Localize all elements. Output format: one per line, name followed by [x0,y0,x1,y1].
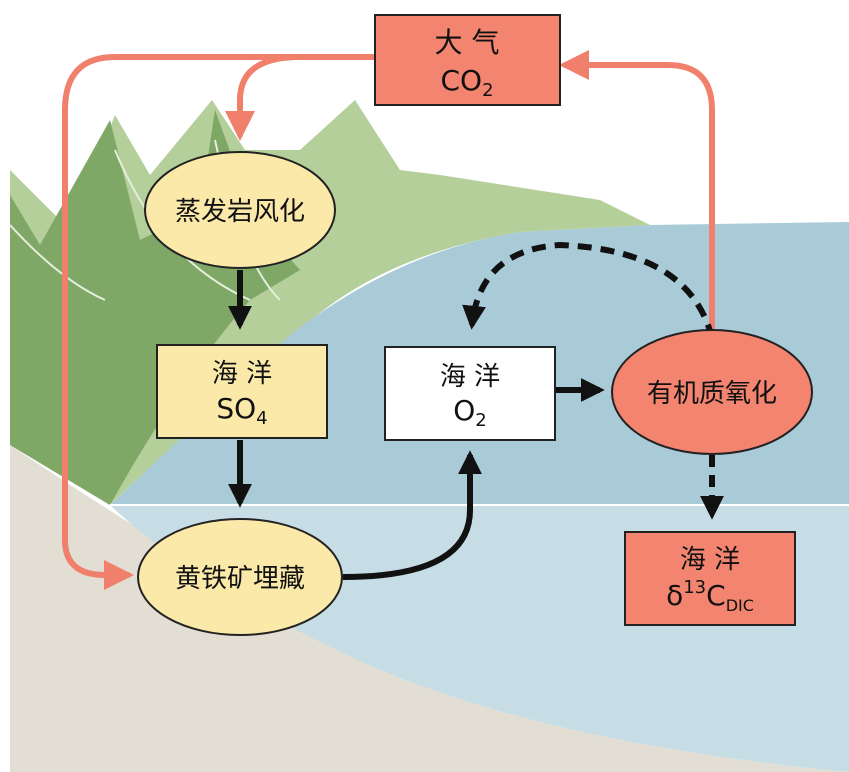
node-atmosphere-co2: 大 气 CO2 [374,14,561,106]
ocean-dic-label: 海 洋 [680,545,740,575]
arrow-co2-to-weathering [225,54,303,141]
atmosphere-label: 大 气 [435,26,500,59]
node-ocean-so4: 海 洋 SO4 [156,344,328,439]
node-organic-oxidation: 有机质氧化 [611,329,813,455]
ocean-o2-label: 海 洋 [440,362,500,392]
evaporite-weathering-label: 蒸发岩风化 [175,197,305,227]
arrow-co2-to-pyrite-burial [62,54,378,590]
ocean-o2-formula: O2 [453,394,487,431]
arrow-oxidation-to-o2-dashed [462,241,715,339]
ocean-so4-formula: SO4 [216,392,267,429]
node-ocean-dic: 海 洋 δ13CDIC [624,531,796,626]
black-flows [228,241,724,580]
arrow-oxidation-to-co2 [559,50,715,341]
node-ocean-o2: 海 洋 O2 [384,346,556,441]
ocean-dic-formula: δ13CDIC [666,577,754,615]
pyrite-burial-label: 黄铁矿埋藏 [175,564,305,594]
arrow-pyrite-to-o2 [342,450,482,580]
ocean-so4-label: 海 洋 [212,359,272,389]
atmosphere-co2-formula: CO2 [440,64,493,101]
node-pyrite-burial: 黄铁矿埋藏 [137,518,343,636]
red-flows [62,50,715,590]
organic-oxidation-label: 有机质氧化 [647,379,777,409]
land-sediment [10,445,849,772]
node-evaporite-weathering: 蒸发岩风化 [144,151,336,269]
